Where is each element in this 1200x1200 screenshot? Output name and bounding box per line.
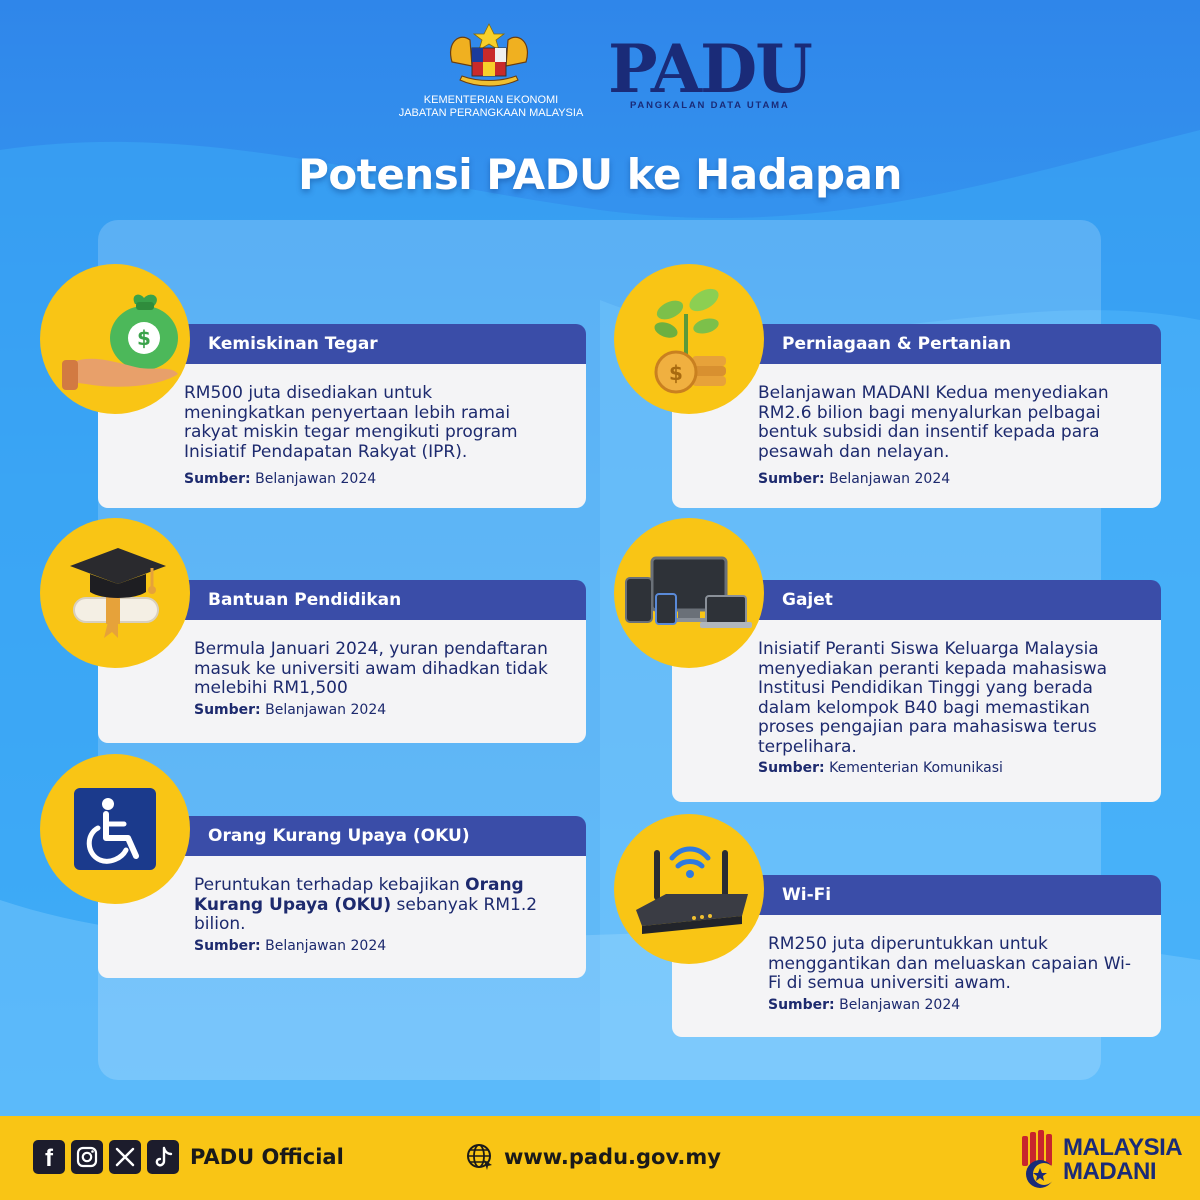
- brand-line2: MADANI: [1063, 1158, 1157, 1185]
- svg-text:f: f: [45, 1145, 54, 1172]
- footer: f PADU Official www.padu.gov.my MALAYSIA…: [0, 1116, 1200, 1200]
- desc-text-after: sebanyak RM1.2 bilion.: [194, 894, 538, 934]
- card-source: Sumber: Belanjawan 2024: [194, 701, 566, 719]
- card-description: Inisiatif Peranti Siswa Keluarga Malaysi…: [758, 639, 1108, 757]
- card-description: Bermula Januari 2024, yuran pendaftaran …: [194, 639, 548, 698]
- svg-text:$: $: [137, 326, 151, 350]
- malaysia-madani-logo: MALAYSIA MADANI: [1018, 1130, 1183, 1190]
- card-source: Sumber: Belanjawan 2024: [758, 470, 1143, 488]
- card-body: Peruntukan terhadap kebajikan Orang Kura…: [98, 856, 586, 978]
- card-description: RM500 juta disediakan untuk meningkatkan…: [184, 383, 518, 462]
- card-source: Sumber: Belanjawan 2024: [768, 996, 1137, 1014]
- card-description: Belanjawan MADANI Kedua menyediakan RM2.…: [758, 383, 1109, 462]
- ministry-line2: JABATAN PERANGKAAN MALAYSIA: [398, 107, 584, 119]
- source-label: Sumber:: [768, 996, 835, 1013]
- ministry-name: KEMENTERIAN EKONOMI JABATAN PERANGKAAN M…: [376, 94, 606, 120]
- source-label: Sumber:: [194, 701, 261, 718]
- madani-emblem-icon: [1022, 1130, 1055, 1188]
- card-source: Sumber: Kementerian Komunikasi: [758, 759, 1147, 777]
- source-label: Sumber:: [758, 471, 825, 487]
- tiktok-icon[interactable]: [147, 1140, 179, 1174]
- source-value: Belanjawan 2024: [265, 937, 387, 954]
- ministry-line1: KEMENTERIAN EKONOMI: [423, 94, 559, 106]
- padu-logo: PADU PANGKALAN DATA UTAMA: [608, 36, 818, 116]
- padu-tagline: PANGKALAN DATA UTAMA: [630, 100, 790, 111]
- facebook-icon[interactable]: f: [33, 1140, 65, 1174]
- graduation-cap-icon: [40, 518, 190, 668]
- source-value: Belanjawan 2024: [829, 471, 951, 487]
- source-value: Belanjawan 2024: [255, 471, 377, 487]
- svg-text:$: $: [669, 361, 683, 385]
- globe-icon: [467, 1144, 492, 1170]
- malaysia-crest-icon: [450, 23, 528, 87]
- card-body: Belanjawan MADANI Kedua menyediakan RM2.…: [672, 364, 1161, 508]
- wifi-router-icon: [614, 814, 764, 964]
- devices-icon: [614, 518, 764, 668]
- plant-coins-icon: $: [614, 264, 764, 414]
- source-label: Sumber:: [184, 471, 251, 487]
- desc-text-bold: Orang Kurang Upaya (OKU): [194, 875, 524, 915]
- source-value: Kementerian Komunikasi: [829, 760, 1003, 776]
- desc-text-before: Peruntukan terhadap kebajikan: [194, 875, 466, 895]
- brand-line1: MALAYSIA: [1063, 1134, 1183, 1161]
- source-value: Belanjawan 2024: [265, 701, 387, 718]
- source-label: Sumber:: [758, 760, 825, 776]
- card-description: RM250 juta diperuntukkan untuk mengganti…: [768, 934, 1132, 993]
- money-bag-hand-icon: $: [40, 264, 190, 414]
- x-icon[interactable]: [109, 1140, 141, 1174]
- page-title: Potensi PADU ke Hadapan: [298, 150, 902, 199]
- website-link[interactable]: www.padu.gov.my: [504, 1145, 721, 1169]
- card-body: RM500 juta disediakan untuk meningkatkan…: [98, 364, 586, 508]
- source-value: Belanjawan 2024: [839, 996, 961, 1013]
- wheelchair-icon: [40, 754, 190, 904]
- card-source: Sumber: Belanjawan 2024: [194, 937, 566, 955]
- card-description: Peruntukan terhadap kebajikan Orang Kura…: [194, 875, 566, 935]
- header: KEMENTERIAN EKONOMI JABATAN PERANGKAAN M…: [0, 0, 1200, 150]
- padu-logo-text: PADU: [608, 30, 813, 108]
- source-label: Sumber:: [194, 937, 261, 954]
- card-body: RM250 juta diperuntukkan untuk mengganti…: [672, 915, 1161, 1037]
- social-handle: PADU Official: [190, 1145, 344, 1169]
- card-source: Sumber: Belanjawan 2024: [184, 470, 552, 488]
- card-body: Bermula Januari 2024, yuran pendaftaran …: [98, 620, 586, 743]
- card-body: Inisiatif Peranti Siswa Keluarga Malaysi…: [672, 620, 1161, 802]
- instagram-icon[interactable]: [71, 1140, 103, 1174]
